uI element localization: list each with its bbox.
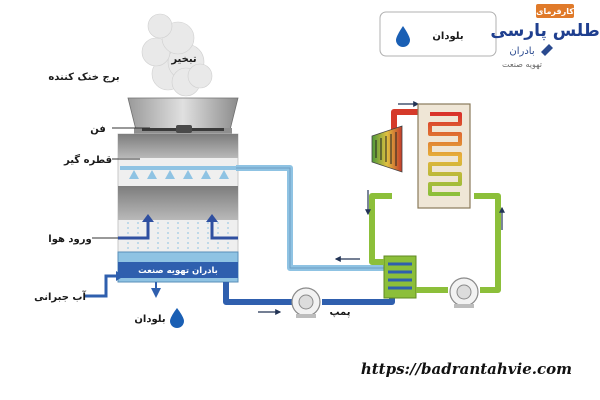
cooling-tower: بادران تهویه صنعت (117, 97, 239, 298)
evaporator-coil (417, 103, 471, 209)
label-blowdown: بلودان (134, 314, 165, 325)
label-air-inlet: ورود هوا (48, 234, 91, 245)
label-pump: پمپ (329, 307, 350, 318)
cold-water-pipe (223, 282, 292, 305)
makeup-water-line (84, 274, 118, 298)
website-url[interactable]: https://badrantahvie.com (361, 360, 572, 378)
legend-drop-icon (396, 26, 410, 47)
fill-pack (118, 186, 238, 220)
drift-eliminator (118, 134, 238, 158)
water-drop-icon (170, 308, 184, 328)
logo-brand: بادران (509, 46, 534, 57)
label-evaporation: تبخیر (170, 54, 197, 65)
return-pipe (416, 193, 501, 293)
label-drift-eliminator: قطره گیر (63, 153, 112, 166)
label-fan: فن (90, 124, 106, 135)
logo-fan-icon (541, 44, 553, 56)
legend-blowdown-label: بلودان (432, 31, 463, 42)
logo-main: اطلس پارسی (490, 21, 600, 41)
label-makeup-water: آب جبرانی (34, 290, 86, 303)
fan (142, 125, 224, 133)
basin-brand-label: بادران تهویه صنعت (138, 266, 218, 276)
condenser (383, 255, 417, 299)
warm-water-pipe (236, 165, 392, 271)
logo-badge: کارفرمای (536, 7, 574, 16)
steam-cloud (141, 13, 213, 97)
air-inlet-arrows (118, 222, 238, 240)
label-cooling-tower: برج خنک کننده (48, 72, 119, 83)
compressor (371, 125, 403, 173)
spray-nozzles (129, 170, 229, 179)
logo-tagline: تهویه صنعت (502, 60, 542, 69)
pump-2 (449, 277, 479, 308)
blowdown-legend: بلودان (379, 11, 497, 57)
pump-1 (291, 287, 321, 318)
company-logo: کارفرمای اطلس پارسی بادران تهویه صنعت (490, 4, 600, 69)
